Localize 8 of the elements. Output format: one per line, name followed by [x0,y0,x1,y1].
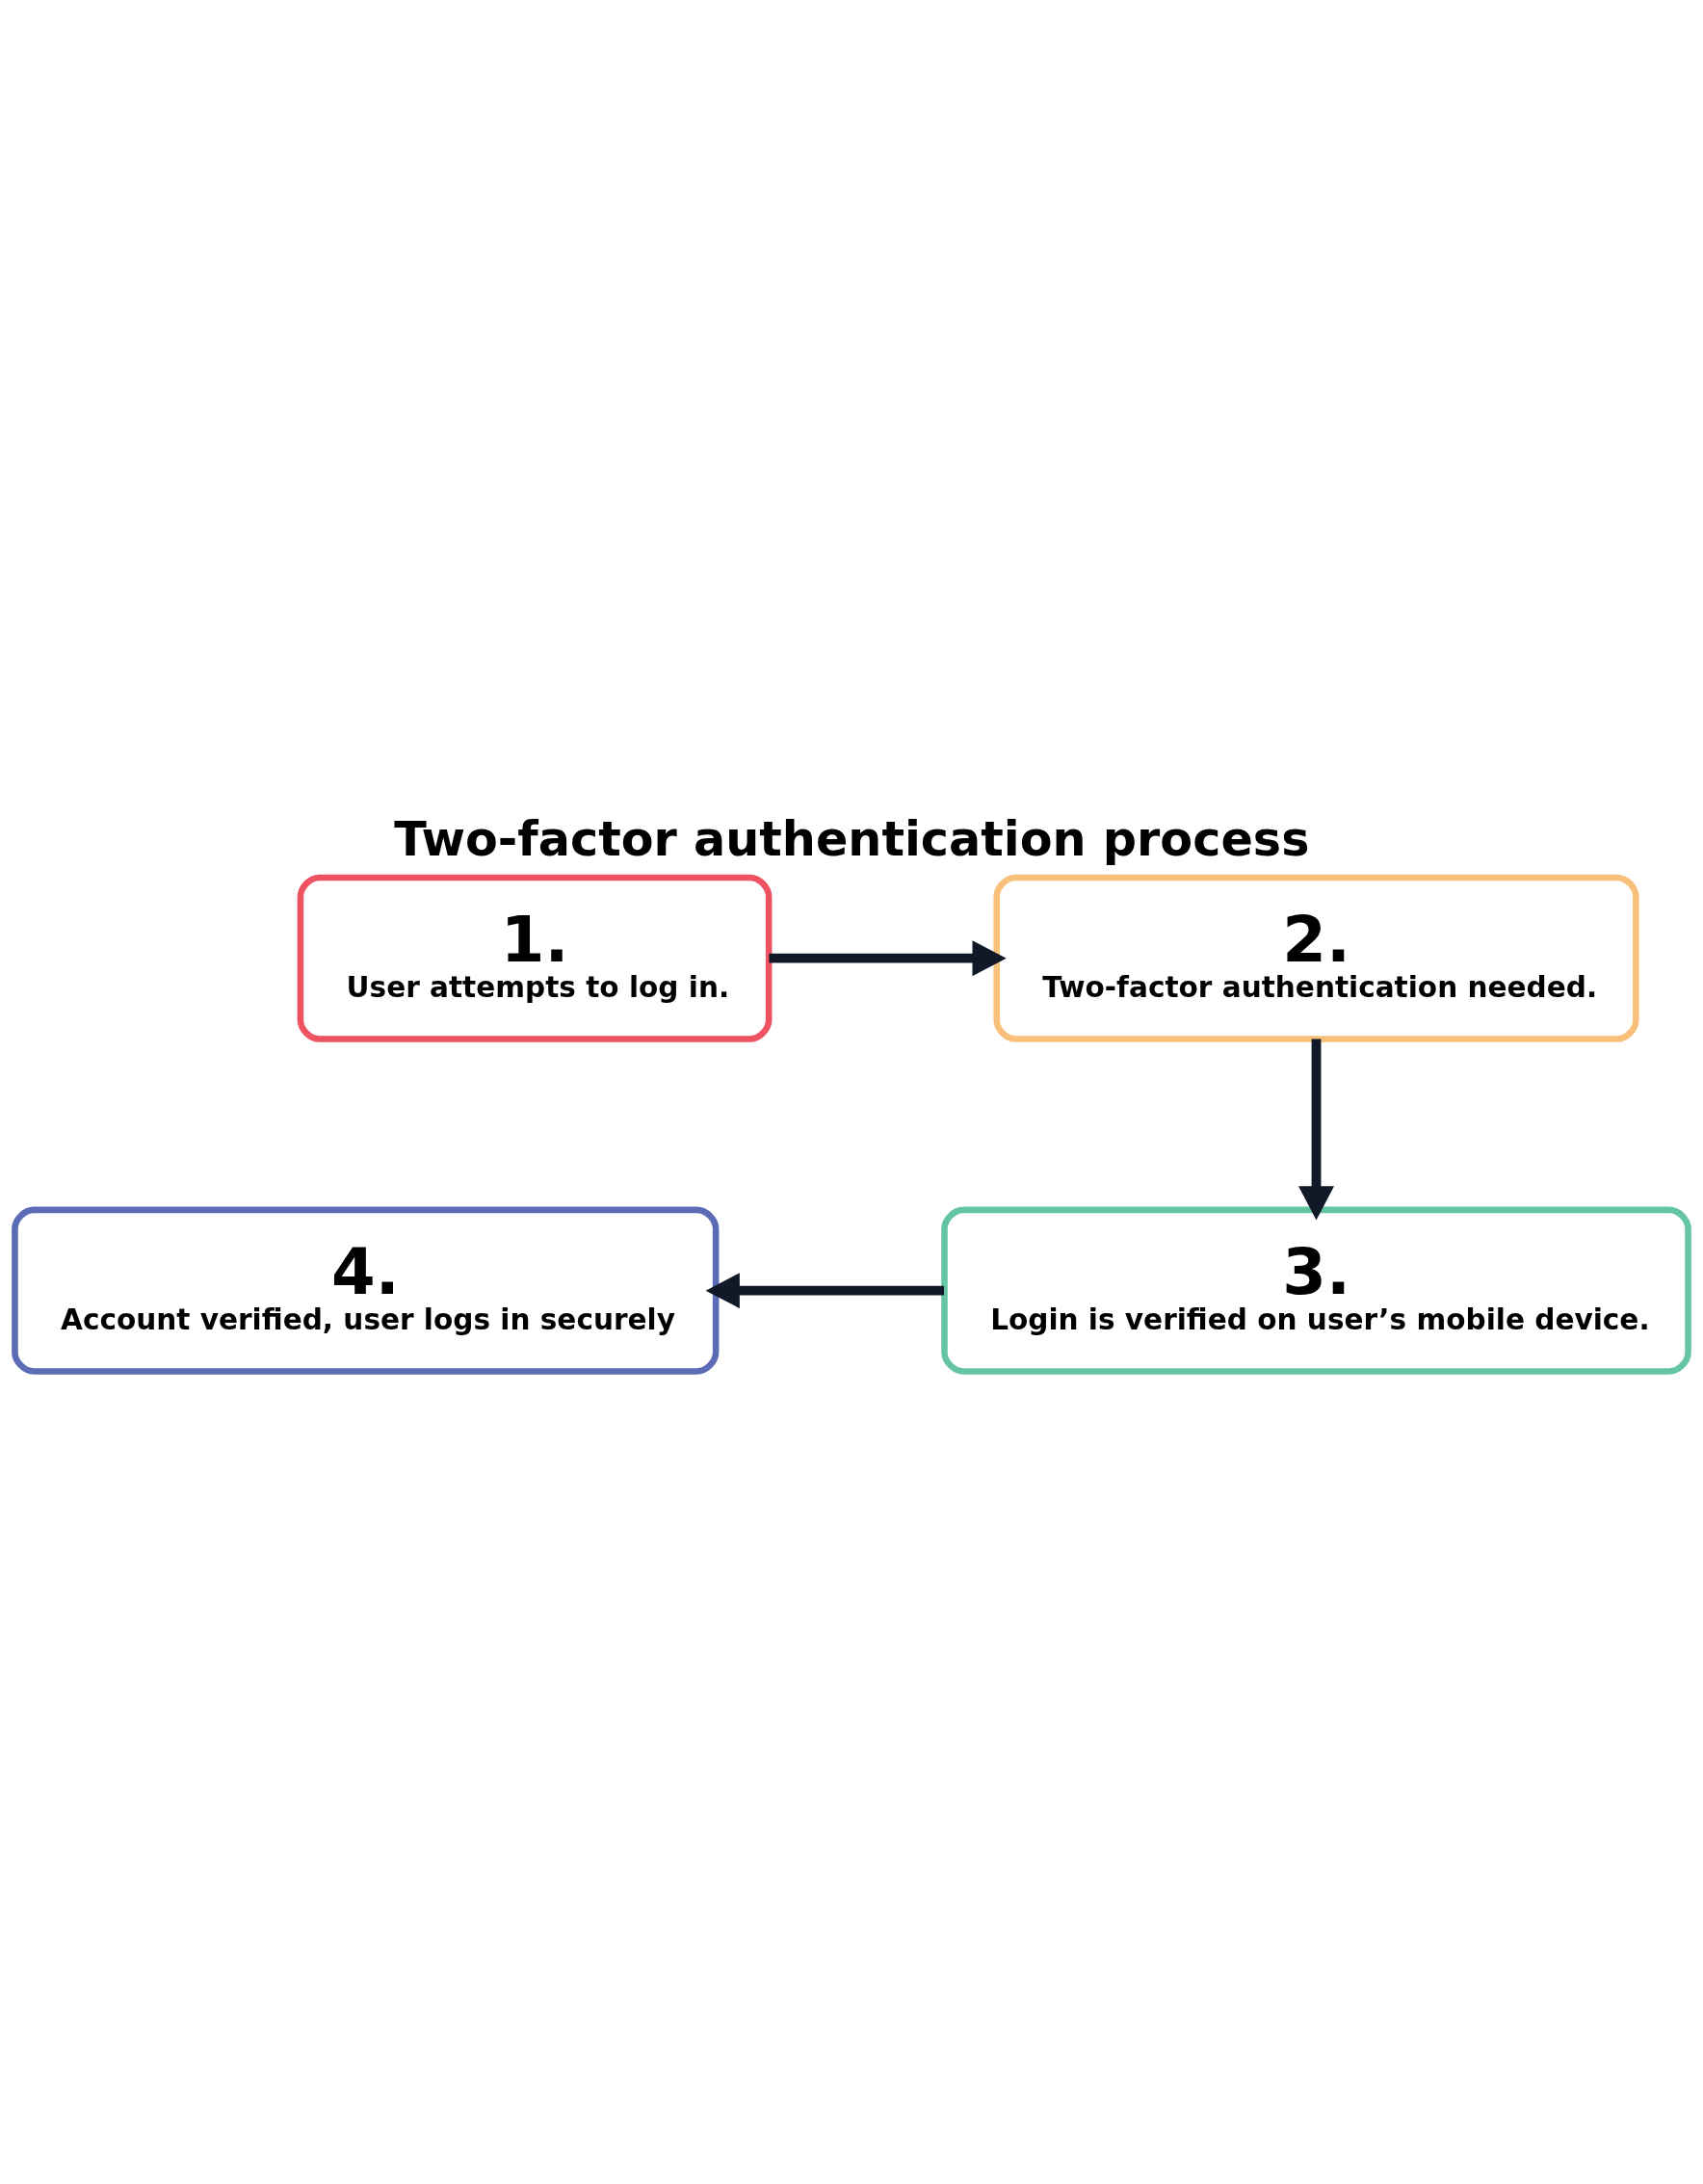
node-box: 3. Login is verified on user’s mobile device. [941,1206,1691,1375]
node-box: 2. Two-factor authentication needed. [993,874,1639,1042]
node-box: 4. Account verified, user logs in securely [12,1206,720,1375]
arrow [1298,1039,1335,1221]
arrow [705,1273,944,1309]
arrow [769,940,1007,977]
node-box: 1. User attempts to log in. [297,874,773,1042]
diagram-title: Two-factor authentication process [394,810,1310,867]
